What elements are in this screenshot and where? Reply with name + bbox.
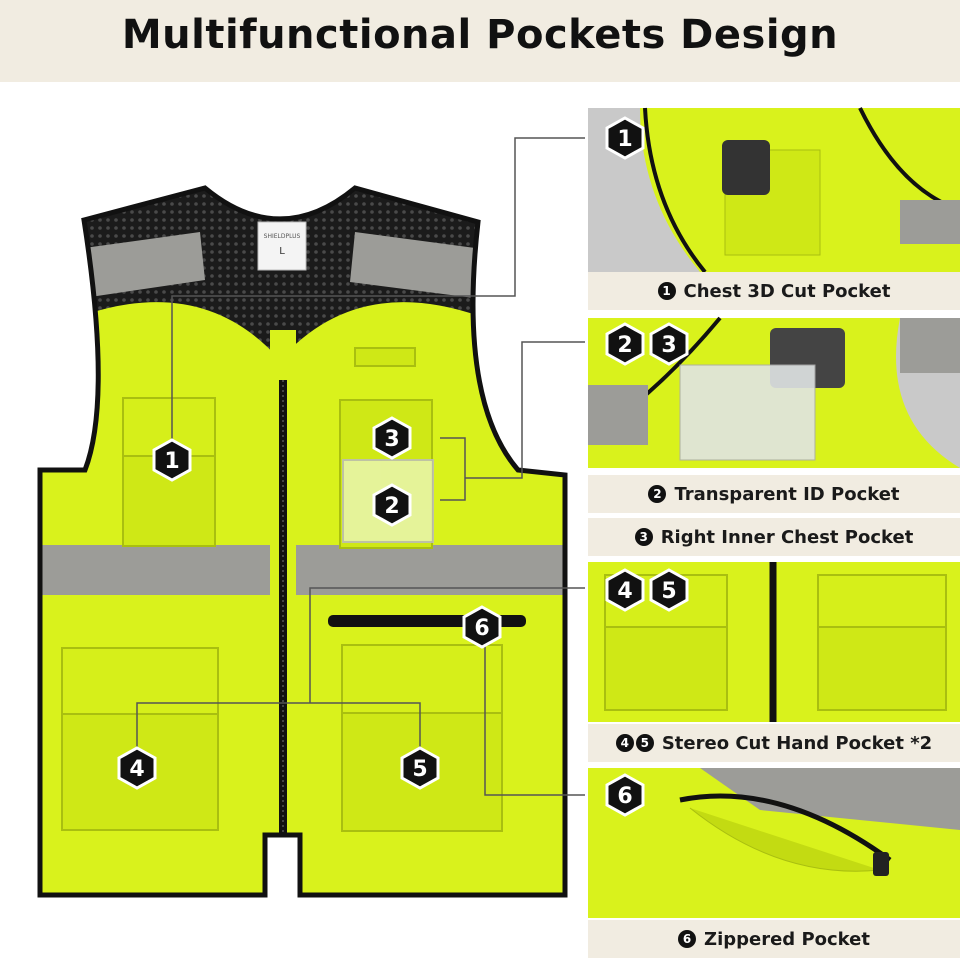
number-4-icon: 4 (615, 734, 634, 752)
panel-photo-2 (588, 316, 960, 468)
number-2-icon: 2 (648, 485, 667, 503)
number-3-icon: 3 (634, 528, 653, 546)
vest-body (40, 188, 565, 895)
number-6-icon: 6 (678, 930, 697, 948)
title-banner: Multifunctional Pockets Design (0, 0, 960, 82)
panel-photo-3 (588, 562, 960, 722)
number-1-icon: 1 (657, 282, 676, 300)
caption-transparent-id-pocket: 2 Transparent ID Pocket (588, 475, 960, 513)
svg-text:SHIELDPLUS: SHIELDPLUS (264, 233, 301, 240)
svg-text:L: L (279, 246, 285, 257)
panel-photo-1 (588, 107, 960, 274)
leader-lines (136, 137, 585, 796)
product-illustration: SHIELDPLUS L (0, 82, 960, 960)
number-5-icon: 5 (635, 734, 654, 752)
vest-diagram: SHIELDPLUS L (37, 107, 960, 918)
panel-photo-4 (588, 768, 960, 918)
size-tag (257, 221, 307, 271)
caption-chest-3d-cut-pocket: 1 Chest 3D Cut Pocket (588, 272, 960, 310)
caption-right-inner-chest-pocket: 3 Right Inner Chest Pocket (588, 518, 960, 556)
caption-stereo-cut-hand-pocket: 4 5 Stereo Cut Hand Pocket *2 (588, 724, 960, 762)
page-title: Multifunctional Pockets Design (121, 12, 839, 58)
caption-zippered-pocket: 6 Zippered Pocket (588, 920, 960, 958)
